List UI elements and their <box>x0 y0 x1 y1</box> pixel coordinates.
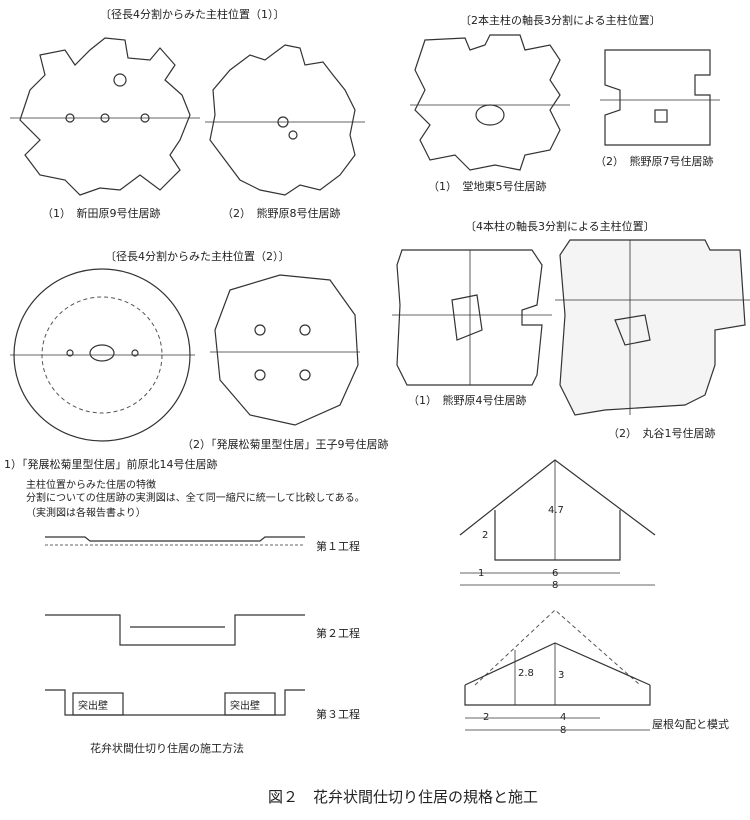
construction-step-3 <box>45 689 305 716</box>
plan-kumanohara-8 <box>205 44 365 196</box>
roof2-height-b: 3 <box>558 670 565 681</box>
label-plan-a1: （1） 新田原9号住居跡 <box>42 207 161 220</box>
plan-ouji-9 <box>210 274 360 426</box>
roof-diagram-1 <box>459 459 656 586</box>
note-line-2: 分割についての住居跡の実測図は、全て同一縮尺に統一して比較してある。 <box>26 493 365 504</box>
label-plan-a2: （2） 熊野原8号住居跡 <box>222 207 341 220</box>
plan-kumanohara-7 <box>600 49 720 146</box>
roof1-eave: 1 <box>478 568 485 579</box>
plan-marutani-1 <box>555 239 750 416</box>
label-plan-c2: （2） 丸谷1号住居跡 <box>608 427 716 440</box>
roof2-inner: 4 <box>560 712 567 723</box>
roof2-label: 屋根勾配と模式 <box>652 718 729 731</box>
label-step-2: 第２工程 <box>316 627 360 640</box>
label-plan-b2: （2） 熊野原7号住居跡 <box>595 155 714 168</box>
roof2-eave: 2 <box>483 712 490 723</box>
label-wall-right: 突出壁 <box>230 701 260 712</box>
heading-four-post: 〔4本柱の軸長3分割による主柱位置〕 <box>465 220 655 233</box>
heading-two-post: 〔2本主柱の軸長3分割による主柱位置〕 <box>460 14 661 27</box>
roof-diagram-2 <box>464 609 651 731</box>
plan-dochihigashi-5 <box>410 34 570 171</box>
roof2-total: 8 <box>560 725 567 736</box>
label-step-1: 第１工程 <box>316 540 360 553</box>
plan-maebarakita-14 <box>10 268 195 442</box>
plan-shinden-9 <box>10 37 200 196</box>
roof1-height: 4.7 <box>548 505 564 516</box>
heading-radial-2: 〔径長4分割からみた主柱位置（2）〕 <box>105 250 290 263</box>
construction-title: 花弁状間仕切り住居の施工方法 <box>90 742 244 755</box>
heading-radial-1: 〔径長4分割からみた主柱位置（1）〕 <box>100 8 285 21</box>
figure-caption: 図２ 花弁状間仕切り住居の規格と施工 <box>268 788 539 806</box>
roof1-inner: 6 <box>552 568 559 579</box>
roof2-height-a: 2.8 <box>518 668 534 679</box>
roof1-wall: 2 <box>482 530 489 541</box>
construction-step-2 <box>45 614 305 646</box>
plan-kumanohara-4 <box>392 249 552 386</box>
label-plan-d1: 1）「発展松菊里型住居」前原北14号住居跡 <box>4 458 218 471</box>
label-step-3: 第３工程 <box>316 708 360 721</box>
construction-step-1 <box>45 536 305 546</box>
roof1-total: 8 <box>552 580 559 591</box>
label-wall-left: 突出壁 <box>78 701 108 712</box>
note-line-3: （実測図は各報告書より） <box>26 508 146 519</box>
label-plan-c1: （1） 熊野原4号住居跡 <box>408 394 527 407</box>
note-line-1: 主柱位置からみた住居の特徴 <box>26 480 156 491</box>
label-plan-d2: （2）「発展松菊里型住居」王子9号住居跡 <box>182 438 389 451</box>
label-plan-b1: （1） 堂地東5号住居跡 <box>428 180 547 193</box>
